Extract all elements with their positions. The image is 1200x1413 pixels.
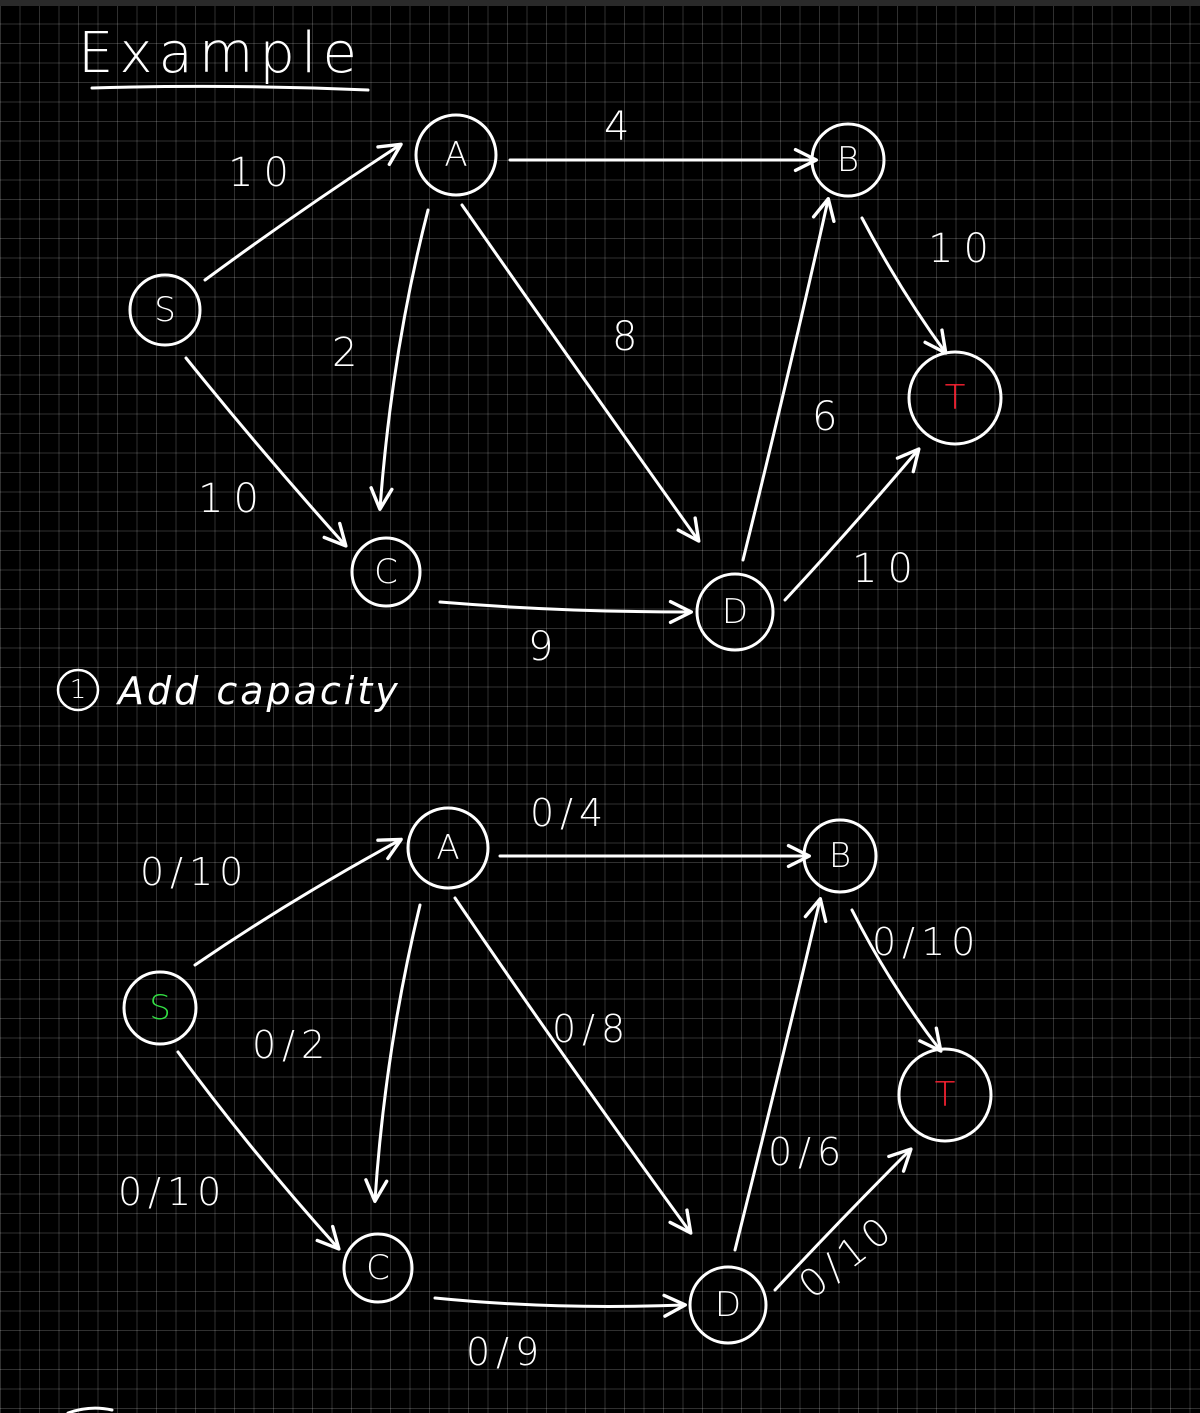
partial-stroke bbox=[66, 1406, 114, 1413]
node-c-label: C bbox=[374, 552, 398, 592]
cap-s-c: 0/10 bbox=[118, 1170, 227, 1214]
edge-d-b bbox=[741, 197, 836, 562]
node2-a: A bbox=[406, 806, 490, 890]
title-underline bbox=[90, 84, 370, 92]
edge-s-c bbox=[184, 356, 348, 548]
node-b-label: B bbox=[837, 140, 859, 180]
step-number: 1 bbox=[70, 675, 87, 705]
cap-a-b: 0/4 bbox=[530, 791, 609, 835]
edge2-a-d bbox=[453, 896, 693, 1235]
node-t-label: T bbox=[945, 378, 966, 418]
weight-d-t: 10 bbox=[852, 546, 923, 592]
weight-b-t: 10 bbox=[928, 226, 999, 272]
cap-b-t: 0/10 bbox=[872, 920, 981, 964]
cap-d-b: 0/6 bbox=[768, 1130, 847, 1174]
node2-d: D bbox=[688, 1265, 768, 1345]
step-note: 1 Add capacity bbox=[56, 668, 401, 713]
edge2-a-c bbox=[364, 903, 422, 1203]
top-edge bbox=[0, 0, 1200, 6]
cap-c-d: 0/9 bbox=[466, 1330, 545, 1374]
graph-1: S A B C D T 10 10 4 2 8 9 6 10 10 bbox=[128, 104, 1003, 670]
edge-a-c bbox=[369, 208, 430, 511]
step-text: Add capacity bbox=[115, 669, 401, 713]
edge2-s-a bbox=[193, 837, 403, 967]
edge-a-d bbox=[460, 203, 701, 543]
node-c: C bbox=[350, 536, 422, 608]
edge-d-t bbox=[783, 447, 921, 602]
node2-c: C bbox=[342, 1232, 414, 1304]
weight-c-d: 9 bbox=[528, 624, 563, 670]
weight-a-c: 2 bbox=[332, 330, 367, 376]
node2-c-label: C bbox=[366, 1248, 390, 1288]
node2-t-label: T bbox=[935, 1075, 956, 1115]
cap-a-c: 0/2 bbox=[252, 1023, 331, 1067]
node-s: S bbox=[128, 273, 202, 347]
node2-s: S bbox=[122, 970, 198, 1046]
node2-b-label: B bbox=[829, 836, 851, 876]
node-s-label: S bbox=[154, 290, 176, 330]
node-a: A bbox=[414, 113, 498, 197]
node-d-label: D bbox=[722, 592, 748, 632]
node2-d-label: D bbox=[715, 1285, 741, 1325]
weight-d-b: 6 bbox=[812, 394, 847, 440]
edge2-s-c bbox=[176, 1050, 341, 1251]
cap-a-d: 0/8 bbox=[552, 1007, 631, 1051]
node-a-label: A bbox=[444, 135, 467, 175]
node2-b: B bbox=[802, 818, 878, 894]
edge2-d-t bbox=[773, 1147, 913, 1292]
cap-s-a: 0/10 bbox=[140, 850, 249, 894]
weight-s-a: 10 bbox=[228, 150, 299, 196]
edge2-c-d bbox=[433, 1293, 687, 1318]
title-text: Example bbox=[78, 21, 363, 86]
node-t: T bbox=[907, 350, 1003, 446]
node-b: B bbox=[810, 122, 886, 198]
edge2-d-b bbox=[733, 897, 828, 1252]
weight-s-c: 10 bbox=[198, 476, 269, 522]
edge-c-d bbox=[438, 599, 693, 625]
weight-a-d: 8 bbox=[612, 314, 647, 360]
node2-t: T bbox=[897, 1047, 993, 1143]
edge2-b-t bbox=[850, 908, 943, 1053]
node2-a-label: A bbox=[436, 828, 459, 868]
node-d: D bbox=[695, 572, 775, 652]
graph-2: S A B C D T 0/10 0/10 0/4 0/2 0/8 0/9 0/… bbox=[118, 791, 993, 1374]
node2-s-label: S bbox=[149, 988, 171, 1028]
weight-a-b: 4 bbox=[604, 104, 639, 150]
edge-s-a bbox=[203, 142, 403, 282]
edge-b-t bbox=[860, 216, 948, 355]
